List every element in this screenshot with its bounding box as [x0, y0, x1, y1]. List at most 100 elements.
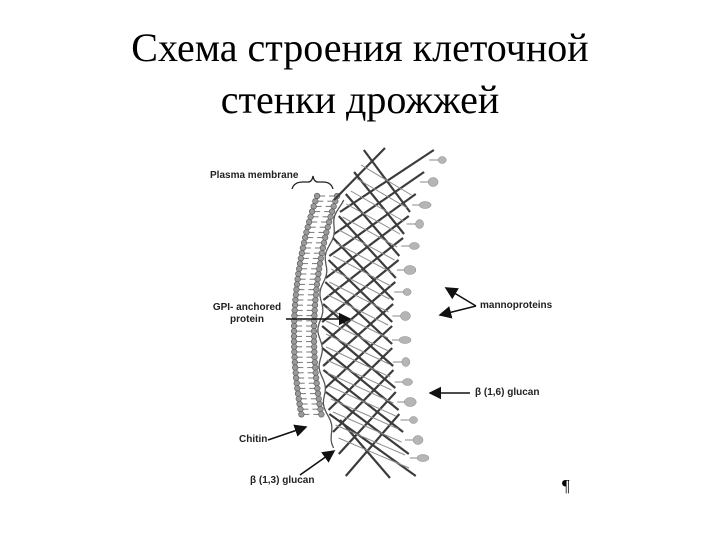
lipid-head [304, 224, 311, 231]
lipid-head [319, 244, 326, 252]
mannoprotein-blob [416, 454, 430, 462]
glucan13-fiber [325, 215, 410, 279]
lipid-head [307, 213, 314, 220]
lipid-head [298, 250, 305, 257]
glucan16-fiber [338, 229, 395, 261]
title-line-1: Схема строения клеточной [131, 25, 589, 70]
lipid-head [318, 250, 325, 257]
lipid-head [293, 374, 300, 382]
mannoprotein-blob [400, 311, 411, 321]
plasma-membrane-bracket [291, 175, 334, 190]
lipid-head [328, 208, 336, 215]
glucan16-fiber [335, 424, 406, 456]
plasma-membrane-label: Plasma membrane [210, 170, 299, 181]
lipid-head [322, 234, 329, 241]
lipid-head [320, 239, 328, 246]
lipid-head [317, 406, 324, 413]
mannoprotein-blob [402, 288, 412, 296]
glucan-1-6-label: β (1,6) glucan [475, 387, 540, 398]
lipid-head [290, 338, 298, 345]
lipid-head [298, 411, 305, 418]
lipid-head [318, 411, 325, 418]
lipid-head [292, 291, 299, 298]
lipid-head [314, 276, 321, 283]
lipid-head [296, 260, 304, 267]
mannoprotein-arrow-lower [438, 305, 477, 319]
lipid-head [297, 406, 304, 413]
glucan16-fiber [326, 307, 389, 339]
lipid-head [315, 395, 322, 402]
glucan-1-3-label: β (1,3) glucan [250, 475, 315, 486]
lipid-head [311, 359, 318, 366]
lipid-head [311, 354, 318, 361]
lipid-head [290, 328, 298, 335]
lipid-head [314, 390, 322, 397]
beta-1-6-glucan-fibers [325, 164, 412, 469]
chitin-label: Chitin [239, 434, 268, 445]
glucan16-fiber [342, 216, 398, 248]
mannoprotein-blob [398, 336, 412, 344]
lipid-head [330, 203, 337, 210]
lipid-head [295, 270, 302, 278]
glucan16-fiber [329, 281, 389, 313]
glucan13-fiber [322, 237, 404, 301]
lipid-head [311, 307, 318, 314]
lipid-head [300, 239, 308, 246]
glucan16-fiber [326, 320, 389, 352]
lipid-head [306, 218, 313, 226]
lipid-head [290, 322, 298, 330]
title-line-2: стенки дрожжей [220, 77, 500, 122]
lipid-head [310, 322, 318, 330]
lipid-head [312, 369, 319, 376]
lipid-head [299, 244, 306, 252]
glucan16-fiber [327, 372, 394, 404]
glucan16-fiber [332, 411, 402, 443]
plasma-membrane-bilayer [290, 192, 341, 418]
lipid-head [293, 380, 300, 387]
mannoprotein-blob [415, 219, 424, 229]
glucan16-fiber [326, 359, 392, 391]
lipid-head [302, 234, 309, 241]
glucan16-fiber [330, 398, 399, 430]
lipid-head [297, 255, 304, 262]
lipid-head [313, 380, 320, 387]
lipid-head [310, 333, 318, 340]
glucan16-fiber [335, 242, 393, 274]
lipid-head [294, 385, 301, 392]
glucan13-fiber [333, 147, 386, 201]
mannoprotein-blob [409, 242, 420, 250]
lipid-head [292, 296, 299, 304]
glucan13-fiber [321, 281, 396, 345]
chitin-arrow [267, 424, 308, 441]
glucan13-fiber [339, 149, 435, 213]
lipid-head [317, 255, 324, 262]
lipid-head [303, 229, 310, 236]
lipid-head [316, 260, 324, 267]
glucan13-fiber [333, 171, 425, 235]
glucan16-fiber [338, 437, 410, 469]
glucan16-fiber [325, 333, 390, 365]
lipid-head [313, 286, 320, 293]
lipid-head [311, 302, 319, 309]
chitin-strand [317, 199, 345, 449]
mannoprotein-blob [404, 397, 417, 407]
lipid-head [313, 192, 321, 200]
glucan16-fiber [355, 177, 408, 209]
lipid-head [291, 348, 298, 356]
lipid-head [291, 307, 298, 314]
lipid-head [316, 265, 323, 272]
lipid-head [292, 364, 299, 371]
gpi-label-line-2: protein [230, 314, 264, 325]
lipid-head [312, 296, 319, 304]
lipid-head [296, 265, 303, 272]
mannoproteins-layer [392, 156, 447, 462]
lipid-head [311, 312, 318, 319]
lipid-head [327, 213, 334, 220]
lipid-head [295, 395, 302, 402]
glucan16-fiber [325, 346, 391, 378]
lipid-head [316, 400, 323, 408]
lipid-head [310, 328, 318, 335]
mannoprotein-blob [418, 201, 432, 209]
lipid-head [312, 364, 319, 371]
glucan16-fiber [350, 190, 404, 222]
